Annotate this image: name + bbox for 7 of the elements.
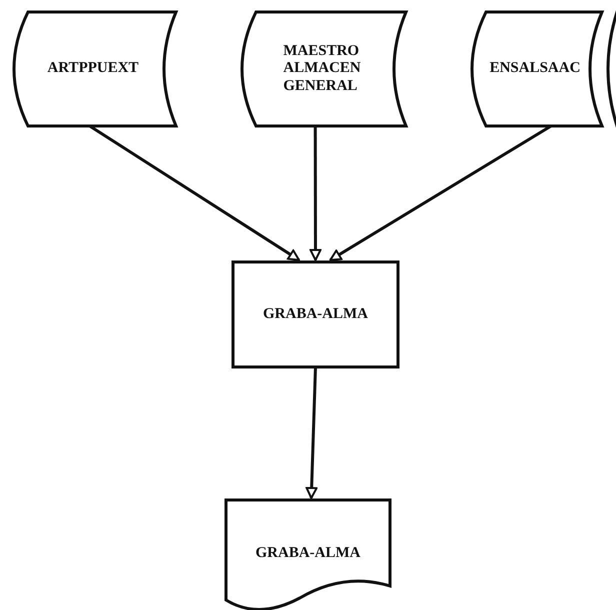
node-label: MAESTRO ALMACEN GENERAL [283, 43, 361, 95]
node-label: GRABA-ALMA [256, 545, 360, 563]
node-label: ENSALSAAC [490, 60, 580, 78]
node-label: GRABA-ALMA [263, 306, 368, 324]
arrow [306, 366, 318, 499]
arrow [309, 126, 322, 261]
node-label: ARTPPUEXT [47, 60, 139, 78]
